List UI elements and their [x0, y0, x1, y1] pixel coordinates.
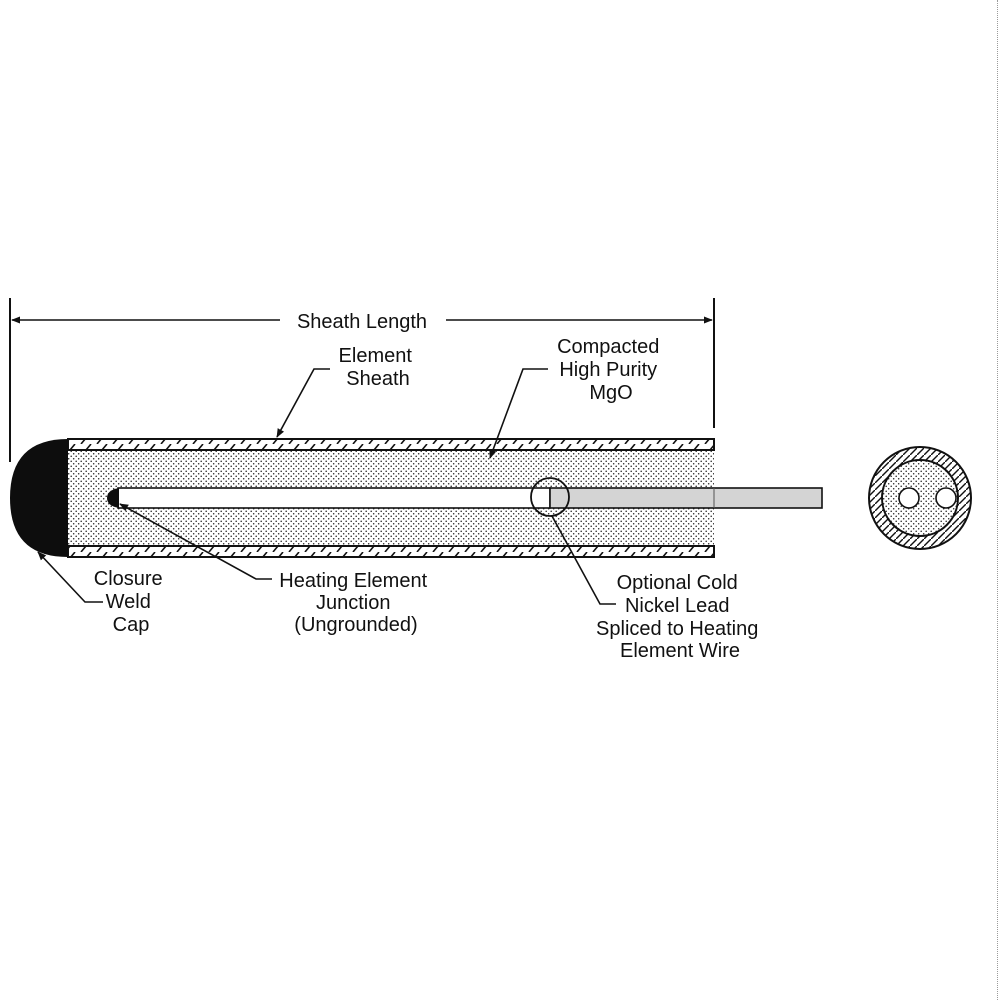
- junction-label-line1: Heating Element: [279, 570, 427, 592]
- cold-lead-label-line4: Element Wire: [620, 640, 740, 662]
- element-sheath-label-line1: Element: [339, 345, 413, 367]
- closure-label-line2: Weld: [106, 591, 151, 613]
- closure-weld-cap-callout: Closure Weld Cap: [37, 551, 168, 636]
- junction-label-line3: (Ungrounded): [294, 614, 417, 636]
- cold-lead-label-line3: Spliced to Heating: [596, 618, 758, 640]
- sheath-length-dimension: Sheath Length: [9, 298, 715, 462]
- page-edge-dotted-line: [997, 0, 998, 1000]
- svg-text:Closure Weld Cap: Closure Weld Cap: [94, 568, 168, 636]
- heater-body: [10, 438, 823, 558]
- cross-section-view: [868, 446, 972, 550]
- closure-label-line3: Cap: [113, 614, 150, 636]
- cold-lead-label-line2: Nickel Lead: [625, 595, 730, 617]
- mgo-leader: [489, 368, 548, 459]
- mgo-label-line1: Compacted: [557, 336, 659, 358]
- heating-element-wire: [117, 487, 551, 509]
- cross-section-wire-left: [898, 487, 920, 509]
- cold-lead-callout: Optional Cold Nickel Lead Spliced to Hea…: [551, 515, 764, 662]
- cross-section-mgo: [881, 459, 959, 537]
- sheath-wall-bottom: [67, 545, 715, 558]
- cold-lead-leader: [551, 515, 616, 605]
- sheath-wall-top: [67, 438, 715, 451]
- sheath-length-label: Sheath Length: [297, 311, 427, 333]
- cold-nickel-lead: [549, 487, 823, 509]
- element-sheath-leader: [276, 368, 330, 438]
- element-sheath-callout: Element Sheath: [276, 345, 418, 438]
- closure-label-line1: Closure: [94, 568, 163, 590]
- mgo-label-line3: MgO: [589, 382, 632, 404]
- mgo-label-line2: High Purity: [559, 359, 657, 381]
- junction-leader: [119, 503, 272, 580]
- splice-highlight-circle: [530, 477, 570, 517]
- junction-label-line2: Junction: [316, 592, 391, 614]
- svg-text:Compacted High Purity: Compacted High Purity MgO: [557, 336, 665, 404]
- mgo-callout: Compacted High Purity MgO: [489, 336, 665, 459]
- heating-element-junction: [107, 488, 119, 508]
- svg-text:Optional Cold Nickel Lea: Optional Cold Nickel Lead Spliced to Hea…: [596, 572, 764, 662]
- element-sheath-label-line2: Sheath: [346, 368, 409, 390]
- svg-text:Element Sheath: Element Sheath: [339, 345, 418, 390]
- svg-text:Heating Element Junction: Heating Element Junction (Ungrounded): [279, 570, 432, 636]
- cold-lead-label-line1: Optional Cold: [617, 572, 738, 594]
- cross-section-wire-right: [935, 487, 957, 509]
- closure-weld-cap: [10, 439, 68, 557]
- closure-leader: [37, 551, 103, 603]
- heating-element-junction-callout: Heating Element Junction (Ungrounded): [119, 503, 432, 636]
